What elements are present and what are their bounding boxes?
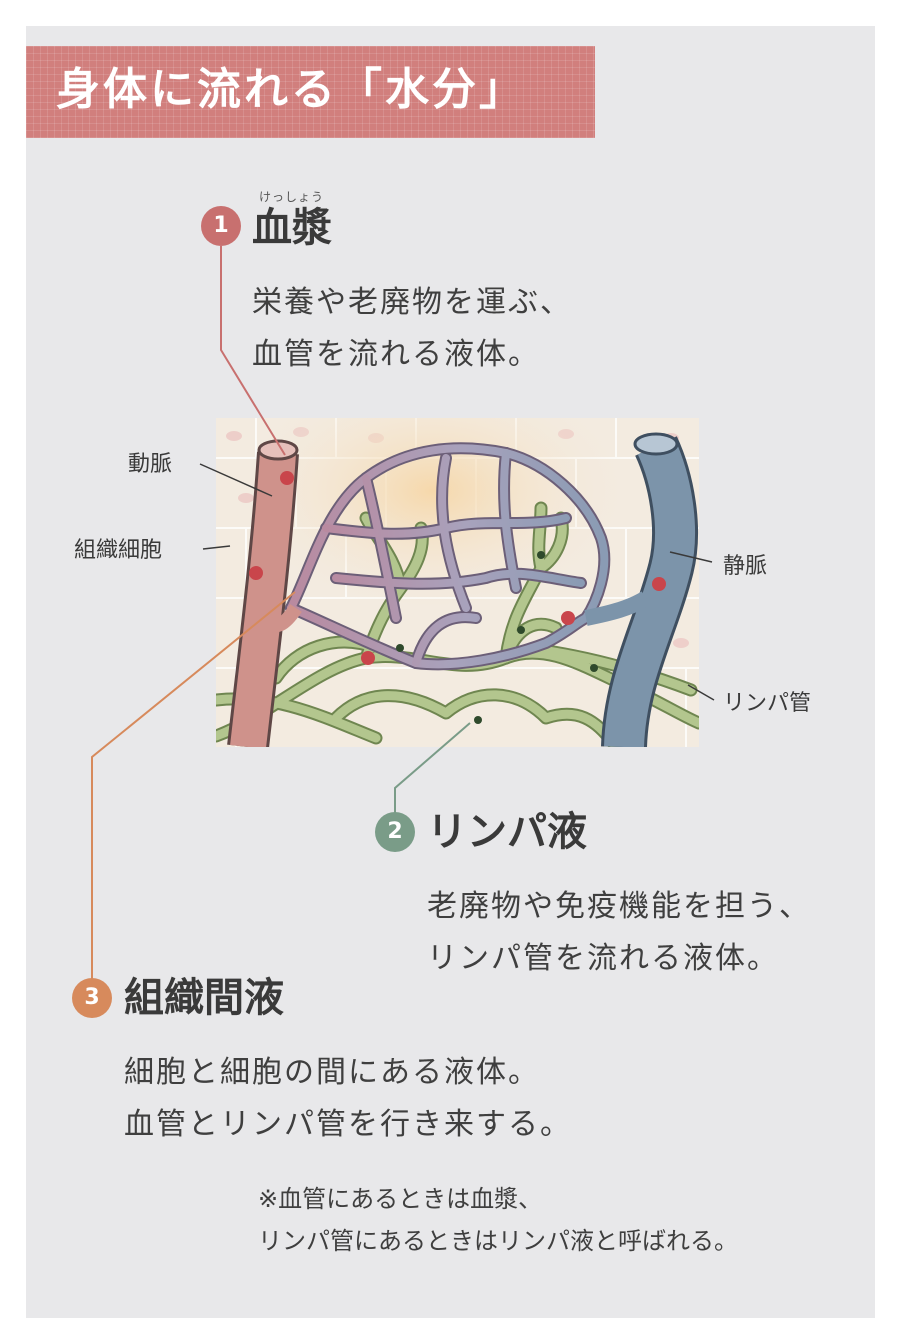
title-banner [26,46,595,138]
note-line-1: ※血管にあるときは血漿、 [258,1185,543,1213]
leader-line-vein [669,551,713,563]
leader-line-tissue-cell [202,545,231,550]
leader-line-lymph-vessel [687,684,715,701]
capillary-network [285,442,611,671]
label-artery: 動脈 [128,452,173,477]
number-badge-1: 1 [201,206,241,246]
description-lymph-line-2: リンパ管を流れる液体。 [427,941,779,976]
heading-lymph-fluid: リンパ液 [427,809,587,855]
blood-cells [249,471,666,665]
label-vein: 静脈 [723,554,768,579]
blood-lymph-diagram [216,418,699,747]
number-badge-3: 3 [72,978,112,1018]
leader-line-artery [199,463,273,497]
label-tissue-cell: 組織細胞 [74,538,163,563]
page-title: 身体に流れる「水分」 [56,64,526,115]
furigana-plasma: けっしょう [259,190,325,204]
description-interstitial-line-2: 血管とリンパ管を行き来する。 [124,1107,572,1142]
heading-interstitial-fluid: 組織間液 [124,975,284,1021]
label-lymph-vessel: リンパ管 [723,691,812,716]
description-interstitial-line-1: 細胞と細胞の間にある液体。 [124,1055,540,1090]
artery-vessel [227,439,302,747]
leader-line-plasma [220,246,286,456]
note-line-2: リンパ管にあるときはリンパ液と呼ばれる。 [258,1227,738,1255]
description-plasma-line-2: 血管を流れる液体。 [252,337,540,372]
vein-vessel [584,432,698,747]
description-plasma-line-1: 栄養や老廃物を運ぶ、 [252,285,572,320]
description-lymph-line-1: 老廃物や免疫機能を担う、 [427,889,811,924]
lymph-dots [396,551,598,724]
number-badge-2: 2 [375,812,415,852]
leader-line-interstitial [91,591,296,980]
heading-plasma: 血漿 [252,205,332,251]
leader-line-lymph-fluid [394,722,471,813]
